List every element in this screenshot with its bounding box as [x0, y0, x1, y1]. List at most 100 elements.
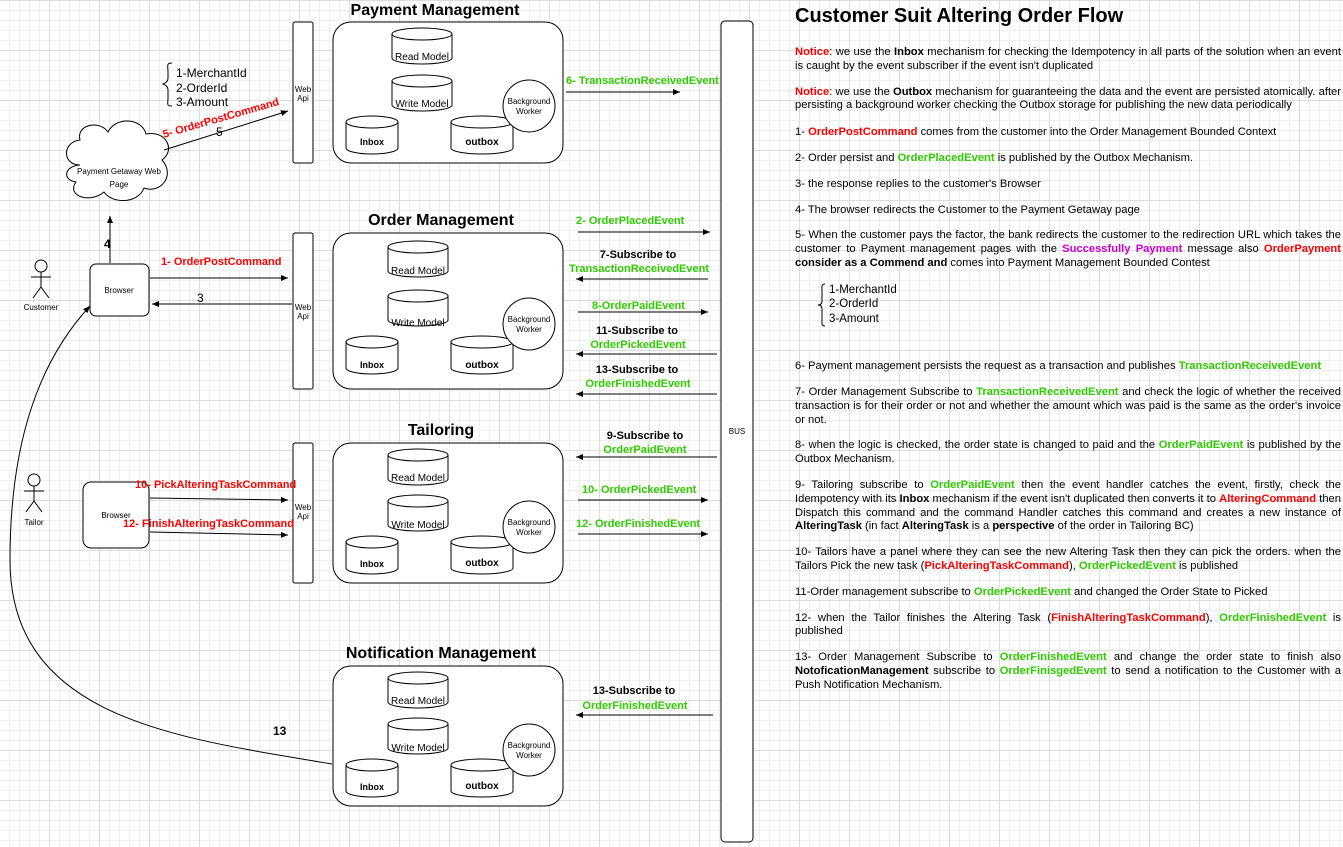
person-icon — [24, 473, 44, 513]
bus-label: BUS — [729, 427, 745, 436]
inbox-db: Inbox — [345, 115, 399, 155]
gateway-label-1: Payment Getaway Web — [77, 167, 161, 176]
web-api-label-1: Web — [295, 303, 312, 312]
text: to send a notification to the Customer w… — [795, 665, 1341, 691]
person-icon — [31, 259, 51, 299]
label-2: 2- OrderPlacedEvent — [576, 215, 685, 227]
text: 5- When the customer pays the factor, th… — [795, 229, 1341, 256]
worker-label-1: Background — [508, 741, 551, 750]
tailor-actor: Tailor — [24, 473, 44, 527]
web-api: Web Api — [292, 232, 314, 390]
step-13: 13- Order Management Subscribe to OrderF… — [795, 651, 1341, 692]
text: message also — [1182, 243, 1264, 256]
text: Inbox — [899, 492, 930, 505]
arrow-10 — [149, 496, 289, 503]
text: is published by the Outbox Mechanism. — [795, 439, 1341, 466]
text: 2- Order persist and — [795, 151, 898, 164]
label-8: 8-OrderPaidEvent — [592, 300, 685, 312]
text: (in fact — [861, 520, 902, 533]
text: 11-Order management subscribe to — [795, 585, 974, 598]
notice-label: Notice — [795, 85, 830, 98]
payment-management-context: Payment Management Read Model Write Mode… — [292, 2, 564, 164]
text: OrderFinishedEvent — [999, 651, 1107, 664]
worker-label-1: Background — [508, 518, 551, 527]
outbox-db: outbox — [450, 535, 514, 575]
step-7: 7- Order Management Subscribe to Transac… — [795, 386, 1341, 427]
text: then Dispatch this command and the comma… — [795, 492, 1342, 519]
inbox-db: Inbox — [345, 758, 399, 798]
text: ), — [1205, 611, 1220, 624]
label-9a: 9-Subscribe to — [607, 430, 684, 442]
inbox-label: Inbox — [360, 137, 384, 147]
text: Successfully Payment — [1062, 243, 1183, 256]
text: OrderPostCommand — [808, 126, 918, 139]
step-4: 4- The browser redirects the Customer to… — [795, 203, 1140, 216]
background-worker: Background Worker — [502, 500, 556, 554]
text: and change the order state to finish als… — [1106, 651, 1341, 664]
text: 8- when the logic is checked, the order … — [795, 439, 1159, 452]
text: AlteringTask — [901, 520, 969, 533]
read-model-db: Read Model — [387, 240, 449, 278]
text: OrderPlacedEvent — [897, 151, 995, 164]
read-model-label: Read Model — [395, 52, 449, 63]
event-bus: BUS — [720, 20, 754, 843]
text: Inbox — [894, 46, 924, 58]
label-11b: OrderPickedEvent — [590, 339, 686, 351]
text: is a — [968, 520, 993, 533]
payment-params: 1-MerchantId 2-OrderId 3-Amount — [161, 62, 247, 109]
notice-2: Notice: we use the Outbox mechanism for … — [795, 86, 1341, 114]
text: mechanism for checking the Idempotency i… — [795, 46, 1341, 72]
text: of the order in Tailoring BC) — [1054, 520, 1194, 533]
step-1: 1- OrderPostCommand comes from the custo… — [795, 126, 1341, 140]
panel-title: Customer Suit Altering Order Flow — [795, 5, 1124, 27]
arrow-12 — [149, 531, 289, 538]
text: is published — [795, 611, 1341, 638]
customer-label: Customer — [24, 303, 59, 312]
background-worker: Background Worker — [502, 723, 556, 777]
write-model-db: Write Model — [391, 74, 453, 112]
tailor-label: Tailor — [24, 518, 43, 527]
label-5: 5 — [216, 125, 223, 139]
inbox-label: Inbox — [360, 782, 384, 792]
worker-label-1: Background — [508, 97, 551, 106]
label-pick: 10- PickAlteringTaskCommand — [135, 479, 296, 491]
outbox-label: outbox — [465, 558, 499, 569]
label-13b: OrderFinishedEvent — [585, 378, 690, 390]
text: comes from the customer into the Order M… — [917, 126, 1277, 139]
text: TransactionReceivedEvent — [976, 386, 1119, 399]
text: 1- — [795, 126, 809, 139]
notice-1: Notice: we use the Inbox mechanism for c… — [795, 46, 1341, 74]
text: 10- Tailors have a panel where they can … — [795, 546, 1341, 573]
background-worker: Background Worker — [502, 297, 556, 351]
label-9b: OrderPaidEvent — [603, 444, 686, 456]
context-title: Order Management — [368, 212, 514, 229]
step-9: 9- Tailoring subscribe to OrderPaidEvent… — [795, 479, 1341, 534]
text: perspective — [992, 520, 1055, 533]
write-model-label: Write Model — [395, 99, 448, 110]
label-13: 13 — [273, 724, 287, 738]
label-13a: 13-Subscribe to — [596, 364, 679, 376]
worker-label-1: Background — [508, 315, 551, 324]
text: mechanism for guaranteeing the data and … — [795, 85, 1341, 112]
text: OrderPayment — [1263, 243, 1341, 256]
write-model-db: Write Model — [387, 289, 449, 329]
param-merchant: 1-MerchantId — [176, 66, 247, 80]
text: OrderPaidEvent — [1158, 439, 1244, 452]
step-8: 8- when the logic is checked, the order … — [795, 439, 1341, 467]
worker-label-2: Worker — [516, 325, 542, 334]
step-6: 6- Payment management persists the reque… — [795, 360, 1341, 374]
write-model-label: Write Model — [391, 318, 444, 329]
outbox-label: outbox — [465, 781, 499, 792]
param-amount: 3-Amount — [176, 95, 229, 109]
worker-label-2: Worker — [516, 528, 542, 537]
list-item: 3-Amount — [829, 312, 879, 325]
worker-label-2: Worker — [516, 751, 542, 760]
step-3: 3- the response replies to the customer'… — [795, 177, 1041, 190]
customer-browser: Browser — [89, 263, 150, 317]
web-api-label-2: Api — [297, 94, 309, 103]
tailor-browser: Browser — [82, 481, 150, 549]
label-n13b: OrderFinishedEvent — [582, 700, 687, 712]
text: 7- Order Management Subscribe to — [795, 386, 977, 399]
payment-params-list: 1-MerchantId 2-OrderId 3-Amount — [817, 283, 1341, 327]
